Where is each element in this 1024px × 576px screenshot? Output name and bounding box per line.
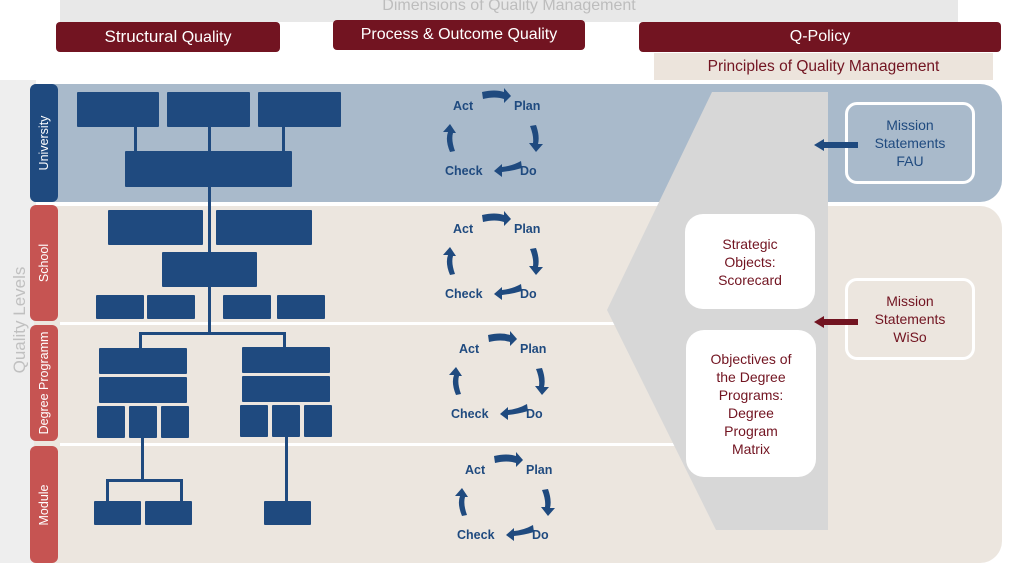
pdca-arrows-icon (443, 211, 543, 300)
org-box (272, 405, 300, 437)
org-box (96, 295, 144, 319)
structural-suffix: Quality (181, 29, 232, 46)
dimensions-title: Dimensions of Quality Management (382, 0, 636, 14)
pdca-arrows-icon (449, 331, 549, 420)
org-box (145, 501, 192, 525)
org-connector (283, 332, 286, 349)
org-box (242, 347, 330, 373)
process-outcome-header: Process & Outcome Quality (333, 20, 585, 50)
pdca-act: Act (453, 99, 474, 113)
org-box (223, 295, 271, 319)
org-box (77, 92, 159, 127)
org-box (162, 252, 257, 287)
org-connector (285, 437, 288, 501)
arrow-left-icon (814, 316, 858, 328)
org-box (94, 501, 141, 525)
pdca-do: Do (520, 164, 537, 178)
pdca-plan: Plan (514, 99, 541, 113)
pdca-arrows-icon (455, 452, 555, 541)
level-label-module: Module (30, 446, 58, 563)
org-box (97, 406, 125, 438)
pdca-plan: Plan (520, 342, 547, 356)
pdca-plan: Plan (526, 463, 553, 477)
pdca-cycle: Act Plan Check Do (440, 211, 570, 311)
pdca-arrows-icon (443, 88, 543, 177)
org-box (99, 348, 187, 374)
arrow-left-icon (814, 139, 858, 151)
org-box (167, 92, 250, 127)
pdca-do: Do (520, 287, 537, 301)
org-box (147, 295, 195, 319)
org-box (108, 210, 203, 245)
org-box (129, 406, 157, 438)
pdca-cycle: Act Plan Check Do (452, 452, 582, 552)
dimensions-band (60, 0, 958, 22)
pdca-check: Check (445, 287, 483, 301)
org-box (258, 92, 341, 127)
pdca-act: Act (465, 463, 486, 477)
pdca-check: Check (457, 528, 495, 542)
level-label-university: University (30, 84, 58, 202)
structural-quality-header: Structural Quality (56, 22, 280, 52)
pdca-check: Check (445, 164, 483, 178)
org-connector (139, 332, 142, 349)
org-connector (180, 479, 183, 501)
row-separator (60, 443, 680, 446)
org-box (216, 210, 312, 245)
org-connector (139, 332, 286, 335)
pdca-do: Do (532, 528, 549, 542)
structural-label: Structural (104, 27, 178, 46)
pdca-do: Do (526, 407, 543, 421)
pdca-act: Act (453, 222, 474, 236)
org-box (240, 405, 268, 437)
org-box (161, 406, 189, 438)
pdca-act: Act (459, 342, 480, 356)
org-connector (134, 127, 137, 152)
pdca-cycle: Act Plan Check Do (446, 331, 576, 431)
row-separator (60, 322, 620, 325)
principles-label: Principles of Quality Management (654, 53, 993, 80)
org-box (304, 405, 332, 437)
org-connector (141, 438, 144, 480)
org-connector (282, 127, 285, 152)
org-connector (106, 479, 182, 482)
level-label-school: School (30, 205, 58, 321)
org-box (264, 501, 311, 525)
org-connector (106, 479, 109, 501)
org-connector (208, 127, 211, 152)
org-box (277, 295, 325, 319)
org-box (99, 377, 187, 403)
q-policy-header: Q-Policy (639, 22, 1001, 52)
pdca-check: Check (451, 407, 489, 421)
pdca-cycle: Act Plan Check Do (440, 88, 570, 188)
pdca-plan: Plan (514, 222, 541, 236)
org-box (125, 151, 292, 187)
level-label-degree-programm: Degree Programm (30, 325, 58, 441)
org-box (242, 376, 330, 402)
